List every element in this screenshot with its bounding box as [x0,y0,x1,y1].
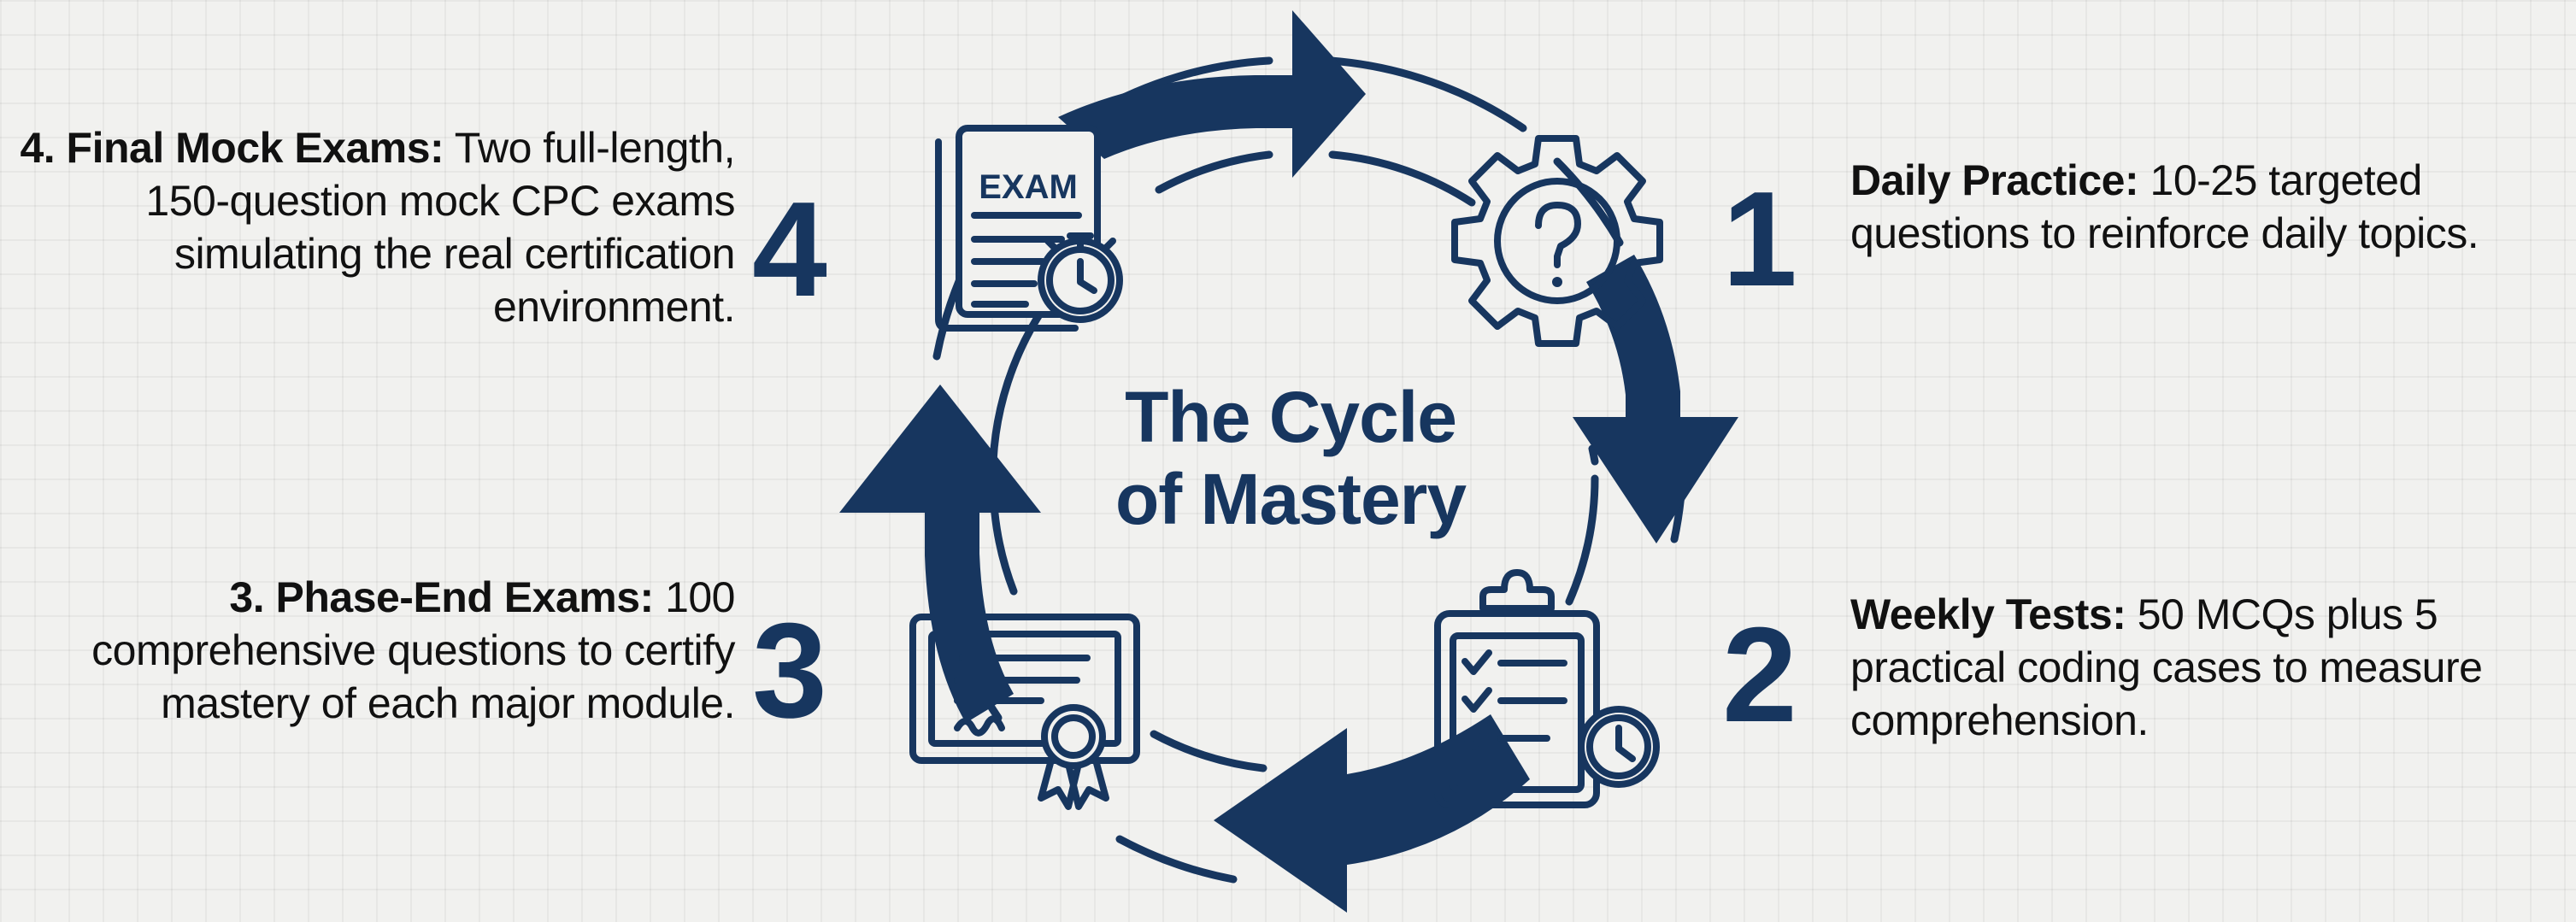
step-1-heading: Daily Practice: [1850,156,2139,204]
step-1-description: Daily Practice: 10-25 targeted questions… [1850,154,2551,260]
step-2-description: Weekly Tests: 50 MCQs plus 5 practical c… [1850,588,2551,747]
diagram-title: The Cycle of Mastery [1068,376,1513,540]
step-4-description: 4. Final Mock Exams: Two full-length, 15… [17,121,735,333]
arrow-3-to-4 [839,385,1041,723]
step-2-heading: Weekly Tests: [1850,590,2126,638]
arrow-4-to-1 [1058,10,1366,178]
step-4-number: 4 [752,174,827,325]
step-3-heading: 3. Phase-End Exams: [229,573,654,621]
step-4-text: Two full-length, 150-question mock CPC e… [145,124,735,331]
title-line-2: of Mastery [1115,459,1467,539]
step-4-heading: 4. Final Mock Exams: [20,124,444,172]
step-1-text: 10-25 targeted questions to reinforce da… [1850,156,2479,257]
step-3-description: 3. Phase-End Exams: 100 comprehensive qu… [17,571,735,730]
step-1-number: 1 [1722,164,1797,314]
title-line-1: The Cycle [1125,377,1457,457]
step-2-number: 2 [1722,600,1797,750]
step-2-text: 50 MCQs plus 5 practical coding cases to… [1850,590,2483,744]
arrow-2-to-3 [1214,714,1530,913]
gear-question-icon [1451,135,1663,347]
exam-icon-label: EXAM [979,168,1078,206]
step-3-text: 100 comprehensive questions to certify m… [91,573,735,727]
step-3-number: 3 [752,596,827,746]
exam-paper-stopwatch-icon: EXAM [935,125,1123,332]
certificate-ribbon-icon [909,614,1140,810]
clipboard-checklist-clock-icon [1434,569,1660,808]
